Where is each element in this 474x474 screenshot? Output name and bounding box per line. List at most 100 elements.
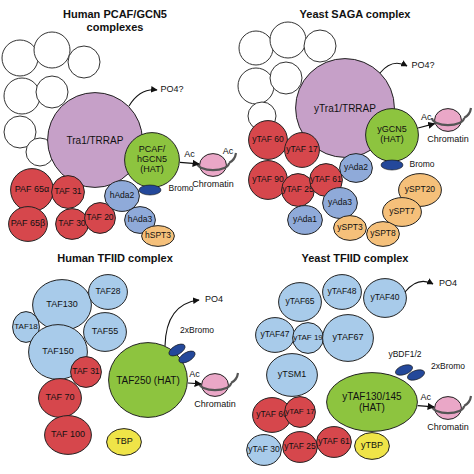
node-outline: [199, 153, 227, 177]
node-shape: [323, 188, 358, 219]
subunit-circle: TAF130: [32, 279, 92, 331]
histone-tail: [464, 108, 471, 118]
node-text-box: TAF 30: [56, 208, 88, 240]
node-shape: [84, 313, 127, 352]
unlabeled-subunit: [4, 78, 40, 114]
nucleosome: Chromatin: [199, 153, 227, 177]
node-text-box: yAda3: [323, 187, 357, 219]
node-label: Chromatin: [408, 135, 474, 145]
annotation: Ac: [220, 146, 236, 156]
subunit-circle: yTSM1: [266, 353, 318, 397]
node-label: Tra1/TRRAP: [67, 135, 124, 146]
node-label: yTAF130/145 (HAT): [329, 391, 415, 413]
node-label: yTAF 19: [293, 334, 323, 343]
subunit-circle: yTAF40: [363, 278, 407, 318]
node-shape: [9, 207, 48, 242]
subunit-circle: TAF55: [83, 312, 127, 352]
node-label: TAF 30: [58, 219, 85, 228]
unlabeled-subunit: [68, 46, 100, 78]
subunit-circle: yTAF48: [322, 274, 362, 310]
node-shape: [267, 354, 318, 397]
annotation: PO4: [201, 294, 227, 304]
node-label: TAF18: [14, 323, 37, 332]
node-shape: [89, 275, 128, 310]
subunit-circle: yAda2: [339, 153, 373, 183]
node-shape: [109, 343, 188, 418]
node-shape: [364, 279, 407, 318]
dna-wrap: [432, 406, 464, 413]
node-label: hAda2: [110, 191, 135, 200]
node-text-box: TAF 70: [39, 378, 80, 418]
annotation: PO4?: [157, 84, 187, 94]
panel-title: Yeast SAGA complex: [270, 8, 440, 21]
node-text-box: yTAF 25: [283, 431, 317, 463]
node-shape: [247, 435, 282, 466]
node-label: yTAF65: [285, 297, 314, 306]
node-label: TAF 20: [86, 213, 113, 222]
node-text-box: TAF 31: [52, 175, 84, 209]
node-label: yTAF40: [370, 293, 399, 302]
panel-title: Yeast TFIID complex: [280, 252, 430, 265]
node-text-box: TAF55: [84, 312, 125, 352]
panel-title: Human PCAF/GCN5 complexes: [45, 8, 185, 33]
unlabeled-subunit: [270, 22, 306, 58]
node-text-box: yTAF65: [279, 282, 320, 322]
node-text-box: TAF28: [89, 274, 127, 310]
subunit-circle: yTAF65: [278, 282, 322, 322]
node-text-box: PCAF/ hGCN5 (HAT): [126, 132, 179, 188]
node-label: TAF55: [92, 327, 118, 337]
node-label: yTAF67: [333, 333, 364, 343]
node-text-box: ySPT3: [334, 215, 366, 241]
node-text-box: yTAF130/145 (HAT): [329, 372, 415, 432]
nucleosome: Chromatin: [434, 108, 462, 132]
node-shape: [288, 206, 323, 235]
subunit-circle: PAF 65β: [8, 206, 48, 242]
annotation: yBDF1/2: [383, 350, 427, 360]
bromodomain: [177, 349, 197, 366]
phosphorylation-arrow: [165, 300, 199, 346]
bromodomain: [406, 368, 426, 383]
node-shape: [39, 379, 82, 418]
node-shape: [317, 427, 352, 458]
node-label: TAF 100: [51, 430, 85, 440]
node-shape: [56, 209, 89, 240]
node-label: ySPT20: [405, 185, 435, 194]
node-text-box: yTAF67: [324, 314, 373, 362]
acetylation-arrow: [418, 124, 435, 128]
dna-wrap: [197, 163, 229, 170]
unlabeled-subunit: [270, 62, 302, 94]
node-shape: [33, 280, 92, 331]
acetylation-arrow: [180, 162, 199, 164]
subunit-circle: yTAF 17: [284, 132, 320, 168]
node-label: TAF250 (HAT): [116, 375, 180, 386]
node-outline: [434, 108, 462, 132]
node-shape: [435, 109, 462, 132]
node-label: TAF 31: [54, 187, 81, 196]
node-text-box: yTAF48: [323, 274, 361, 310]
unlabeled-subunit: [239, 31, 273, 65]
dna-wrap: [432, 118, 464, 125]
node-text-box: yTAF 60: [249, 120, 287, 160]
node-text-box: yTAF40: [364, 278, 405, 318]
node-label: yTra1/TRRAP: [314, 103, 376, 114]
node-label: yTAF 30: [248, 445, 280, 454]
subunit-circle: TBP: [106, 428, 142, 456]
subunit-circle: ySPT8: [366, 221, 400, 247]
histone-tail: [231, 373, 238, 383]
node-shape: [435, 397, 462, 420]
unlabeled-subunit: [2, 40, 38, 76]
subunit-circle: yGCN5 (HAT): [365, 108, 419, 162]
node-outline: [434, 396, 462, 420]
subunit-circle: yTAF 25: [282, 431, 318, 463]
subunit-circle: yTAF47: [255, 317, 295, 353]
subunit-circle: hSPT3: [141, 225, 175, 247]
phosphorylation-arrow: [129, 90, 157, 106]
panel-title: Human TFIID complex: [40, 252, 190, 265]
acetylation-arrow: [188, 382, 201, 384]
node-label: PAF 65α: [15, 185, 50, 195]
